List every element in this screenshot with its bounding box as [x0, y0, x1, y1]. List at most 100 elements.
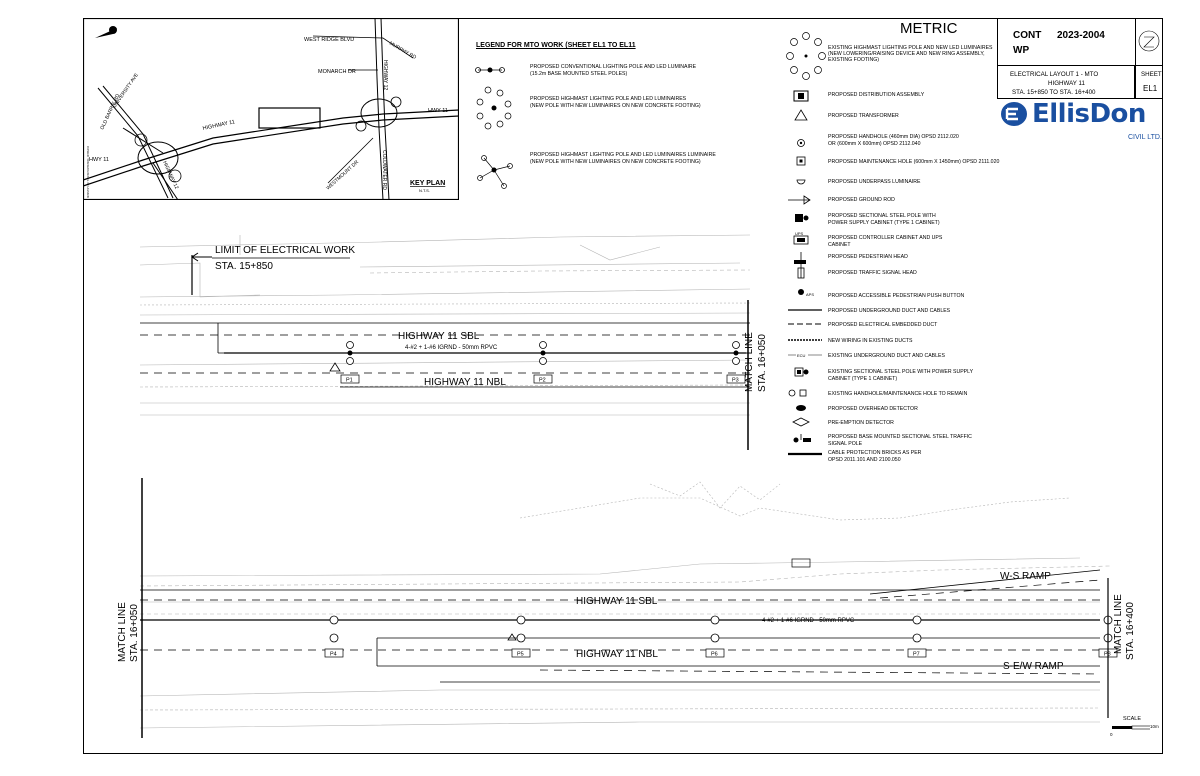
north-arrow-icon: [95, 26, 117, 38]
cont-value: 2023-2004: [1057, 30, 1105, 41]
metric-legend-item: EXISTING SECTIONAL STEEL POLE WITH POWER…: [828, 369, 974, 382]
key-plan-map: WEST RIDGE BLVD MURPHY RD MONARCH DR HIG…: [83, 18, 459, 200]
mto-legend-item: PROPOSED HIGHMAST LIGHTING POLE AND LED …: [530, 152, 716, 165]
lower-cable-note: 4-#2 + 1-#6 IGRND - 50mm RPVC: [762, 618, 855, 624]
overhead-detector-icon: [796, 405, 806, 411]
metric-legend-item: CABLE PROTECTION BRICKS AS PER OPSD 2011…: [828, 450, 922, 463]
lower-match-left: MATCH LINE: [117, 602, 128, 662]
upper-existing-features: [140, 234, 751, 416]
sheet-label: SHEET: [1141, 71, 1162, 78]
luminaire-icon: [475, 67, 481, 73]
underpass-luminaire-icon: [796, 179, 806, 185]
company-name: EllisDon: [1032, 99, 1146, 129]
lower-match-right-sta: STA. 16+400: [1125, 602, 1136, 660]
scale-end: 10m: [1150, 724, 1159, 729]
upper-nbl-label: HIGHWAY 11 NBL: [424, 377, 506, 388]
ellisdon-logo-icon: [1001, 102, 1027, 126]
limit-of-work: LIMIT OF ELECTRICAL WORK: [215, 245, 356, 256]
metric-legend-item: PROPOSED ELECTRICAL EMBEDDED DUCT: [828, 322, 938, 328]
cont-label: CONT: [1013, 30, 1042, 41]
metric-legend-item: PROPOSED UNDERGROUND DUCT AND CABLES: [828, 308, 951, 314]
company-sub: CIVIL LTD.: [1128, 134, 1162, 141]
existing-handhole-icon: [788, 389, 796, 397]
svg-text:HWY 11: HWY 11: [428, 108, 448, 114]
upper-cable-note: 4-#2 + 1-#6 IGRND - 50mm RPVC: [405, 345, 498, 351]
handhole-icon: [797, 139, 805, 147]
key-plan-title: KEY PLAN: [410, 180, 445, 187]
svg-text:HIGHWAY 12: HIGHWAY 12: [382, 60, 388, 90]
scale-label: SCALE: [1123, 716, 1142, 722]
pole-tag: P2: [539, 378, 546, 384]
metric-legend-item: NEW WIRING IN EXISTING DUCTS: [828, 338, 913, 344]
upper-plan-view: P1 P2 P3: [140, 234, 751, 450]
scale-zero: 0: [1110, 732, 1113, 737]
transformer-icon: [794, 109, 808, 121]
metric-legend-item: PROPOSED HANDHOLE (460mm DIA) OPSD 2112.…: [828, 134, 959, 147]
sheet-title: ELECTRICAL LAYOUT 1 - MTO: [1010, 71, 1099, 78]
sheet-stations: STA. 15+850 TO STA. 16+400: [1012, 89, 1096, 96]
metric-legend-item: EXISTING HIGHMAST LIGHTING POLE AND NEW …: [828, 45, 993, 63]
drawing-frame: [83, 18, 1163, 754]
lower-existing-features: [140, 481, 1111, 729]
maintenance-hole-icon: [796, 156, 806, 166]
sheet-highway: HIGHWAY 11: [1048, 80, 1085, 87]
pre-emption-detector-icon: [792, 417, 810, 427]
metric-legend-item: PROPOSED UNDERPASS LUMINAIRE: [828, 179, 921, 185]
svg-text:MURPHY RD: MURPHY RD: [388, 41, 417, 61]
metric-legend-item: PROPOSED ACCESSIBLE PEDESTRIAN PUSH BUTT…: [828, 293, 965, 299]
svg-text:MONARCH DR: MONARCH DR: [318, 69, 356, 75]
wp-label: WP: [1013, 45, 1030, 56]
metric-legend-item: PROPOSED BASE MOUNTED SECTIONAL STEEL TR…: [828, 434, 972, 447]
svg-text:ECU: ECU: [797, 353, 806, 358]
mto-legend-item: PROPOSED CONVENTIONAL LIGHTING POLE AND …: [530, 64, 697, 77]
metric-legend-item: PROPOSED SECTIONAL STEEL POLE WITH POWER…: [828, 213, 940, 226]
stamp-icon: [1138, 30, 1160, 52]
controller-cabinet-icon: [793, 235, 809, 245]
svg-text:MINISTRY OF TRANSPORTATION, ON: MINISTRY OF TRANSPORTATION, ONTARIO: [87, 146, 90, 198]
existing-highmast-icon: [786, 32, 826, 80]
metric-legend-symbols: UPS APS ECU: [786, 32, 826, 456]
metric-legend-item: PROPOSED TRANSFORMER: [828, 113, 899, 119]
pole-tag: P3: [732, 378, 739, 384]
mto-legend-title: LEGEND FOR MTO WORK (SHEET EL1 TO EL11: [476, 42, 636, 49]
ws-ramp-edge: [869, 569, 1101, 595]
pole-tag: P7: [913, 652, 920, 658]
sheet-title-box: [997, 65, 1135, 99]
pole-symbols-lower: [329, 615, 1113, 643]
existing-pole-icon: [794, 367, 804, 377]
svg-text:HIGHWAY 11: HIGHWAY 11: [202, 119, 235, 132]
upper-match-line: MATCH LINE: [744, 332, 755, 392]
pole-tag: P1: [346, 378, 353, 384]
pole-tag: P4: [330, 652, 337, 658]
sectional-pole-icon: [795, 214, 803, 222]
push-button-icon: [798, 289, 804, 295]
metric-title: METRIC: [900, 20, 958, 37]
lower-match-left-sta: STA. 16+050: [129, 604, 140, 662]
label-west-ridge: WEST RIDGE BLVD: [304, 37, 354, 43]
metric-legend-item: PROPOSED DISTRIBUTION ASSEMBLY: [828, 92, 925, 98]
svg-text:HWY 11: HWY 11: [89, 157, 109, 163]
metric-legend-item: PROPOSED CONTROLLER CABINET AND UPS CABI…: [828, 235, 943, 248]
pole-tag: P6: [711, 652, 718, 658]
lower-match-right: MATCH LINE: [1113, 594, 1124, 654]
pole-tag: P5: [517, 652, 524, 658]
metric-legend-item: PROPOSED MAINTENANCE HOLE (600mm X 1450m…: [828, 159, 1000, 165]
svg-text:APS: APS: [806, 292, 814, 297]
upper-sbl-label: HIGHWAY 11 SBL: [398, 331, 480, 342]
sew-ramp-label: S-E/W RAMP: [1003, 661, 1064, 672]
metric-legend-item: EXISTING HANDHOLE/MAINTENANCE HOLE TO RE…: [828, 391, 968, 397]
transformer-symbol: [329, 362, 341, 372]
sheet-value: EL1: [1143, 84, 1158, 93]
ground-rod-icon: [788, 195, 811, 205]
lower-plan-view: P4 P5 P6 P7 P8: [140, 478, 1150, 738]
metric-legend-item: PRE-EMPTION DETECTOR: [828, 420, 894, 426]
highmast-pole-4-icon: [477, 155, 513, 189]
limit-station: STA. 15+850: [215, 261, 273, 272]
mto-legend-item: PROPOSED HIGHMAST LIGHTING POLE AND LED …: [530, 96, 701, 109]
sheet-number-box: [1135, 65, 1163, 99]
svg-text:UPS: UPS: [795, 231, 804, 236]
pole-symbols-upper: [346, 341, 740, 365]
svg-text:COLDWATER RD: COLDWATER RD: [381, 150, 387, 190]
metric-legend-item: PROPOSED TRAFFIC SIGNAL HEAD: [828, 270, 917, 276]
work-area-box: [258, 107, 321, 129]
